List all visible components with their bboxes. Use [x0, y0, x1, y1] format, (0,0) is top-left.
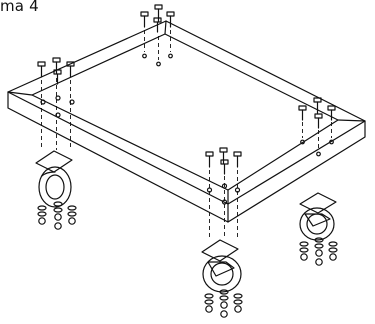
bolt-icon [298, 105, 307, 121]
washer-icon [204, 289, 243, 299]
bolt-icon [205, 151, 214, 168]
hardware-stack-right [299, 237, 338, 266]
bolt-icon [53, 69, 62, 85]
bolt-icon [37, 61, 46, 78]
nut-icon [54, 222, 62, 230]
washer-icon [299, 237, 338, 247]
caster-wheel-front-right [299, 192, 337, 241]
bolt-icon [220, 159, 229, 175]
caster-wheel-front-left [35, 150, 73, 208]
bolt-group-left [37, 57, 75, 150]
bolt-icon [327, 105, 336, 121]
nut-icon [205, 301, 242, 313]
bolt-icon [313, 97, 322, 114]
washer-icon [37, 207, 77, 217]
bolt-group-front [205, 147, 242, 238]
bolt-group-right [298, 97, 336, 157]
washer-icon [37, 201, 77, 211]
bolt-icon [153, 17, 162, 33]
bolt-icon [52, 57, 61, 74]
caster-wheel-front-center [201, 239, 242, 293]
nut-icon [300, 249, 337, 261]
bolt-group-back [140, 4, 175, 67]
hardware-stack-center [204, 289, 243, 318]
bolt-icon [140, 11, 149, 28]
bolt-icon [166, 11, 175, 28]
bolt-icon [219, 147, 228, 164]
washer-icon [299, 243, 338, 253]
nut-icon [38, 213, 76, 225]
bolt-icon [66, 61, 75, 78]
nut-icon [220, 310, 228, 318]
rectangular-frame [7, 20, 366, 223]
bolt-icon [233, 151, 242, 168]
figure-caption: ma 4 [0, 0, 39, 15]
washer-icon [204, 295, 243, 305]
bolt-icon [314, 113, 323, 129]
hardware-stack-left [37, 201, 77, 230]
bolt-icon [154, 4, 163, 23]
nut-icon [315, 258, 323, 266]
